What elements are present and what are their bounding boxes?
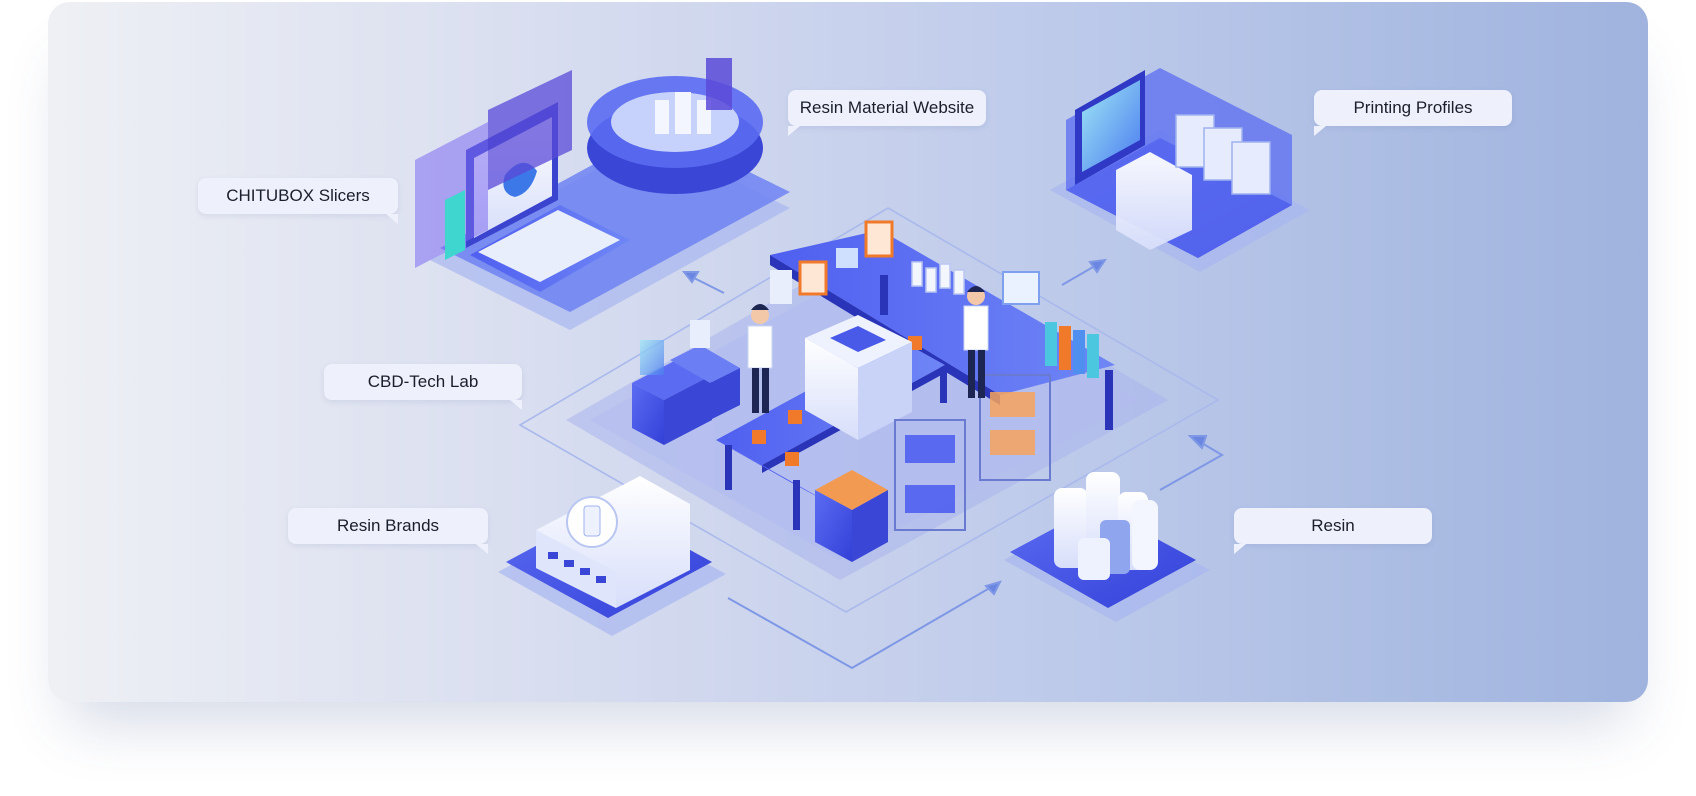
label-cbd-tech-lab: CBD-Tech Lab xyxy=(324,364,522,410)
orange-crate xyxy=(815,470,888,562)
label-resin-material-website: Resin Material Website xyxy=(788,90,986,136)
storage-shelves xyxy=(894,374,1051,531)
printer-machines xyxy=(632,270,792,445)
resin-brands-factory xyxy=(498,476,726,636)
label-chitubox-slicers: CHITUBOX Slicers xyxy=(198,178,398,224)
counter-bottles xyxy=(911,261,965,295)
orange-printers xyxy=(798,220,894,296)
resin-bottles-platform xyxy=(1004,472,1210,622)
label-resin-brands: Resin Brands xyxy=(288,508,488,554)
scientist-left xyxy=(747,304,773,413)
label-resin: Resin xyxy=(1234,508,1432,554)
curing-box xyxy=(805,315,912,440)
binders xyxy=(1002,271,1099,378)
profiles-platform xyxy=(1050,68,1310,272)
resin-website-cylinder xyxy=(587,58,763,194)
scientist-right xyxy=(963,286,989,398)
label-printing-profiles: Printing Profiles xyxy=(1314,90,1512,136)
